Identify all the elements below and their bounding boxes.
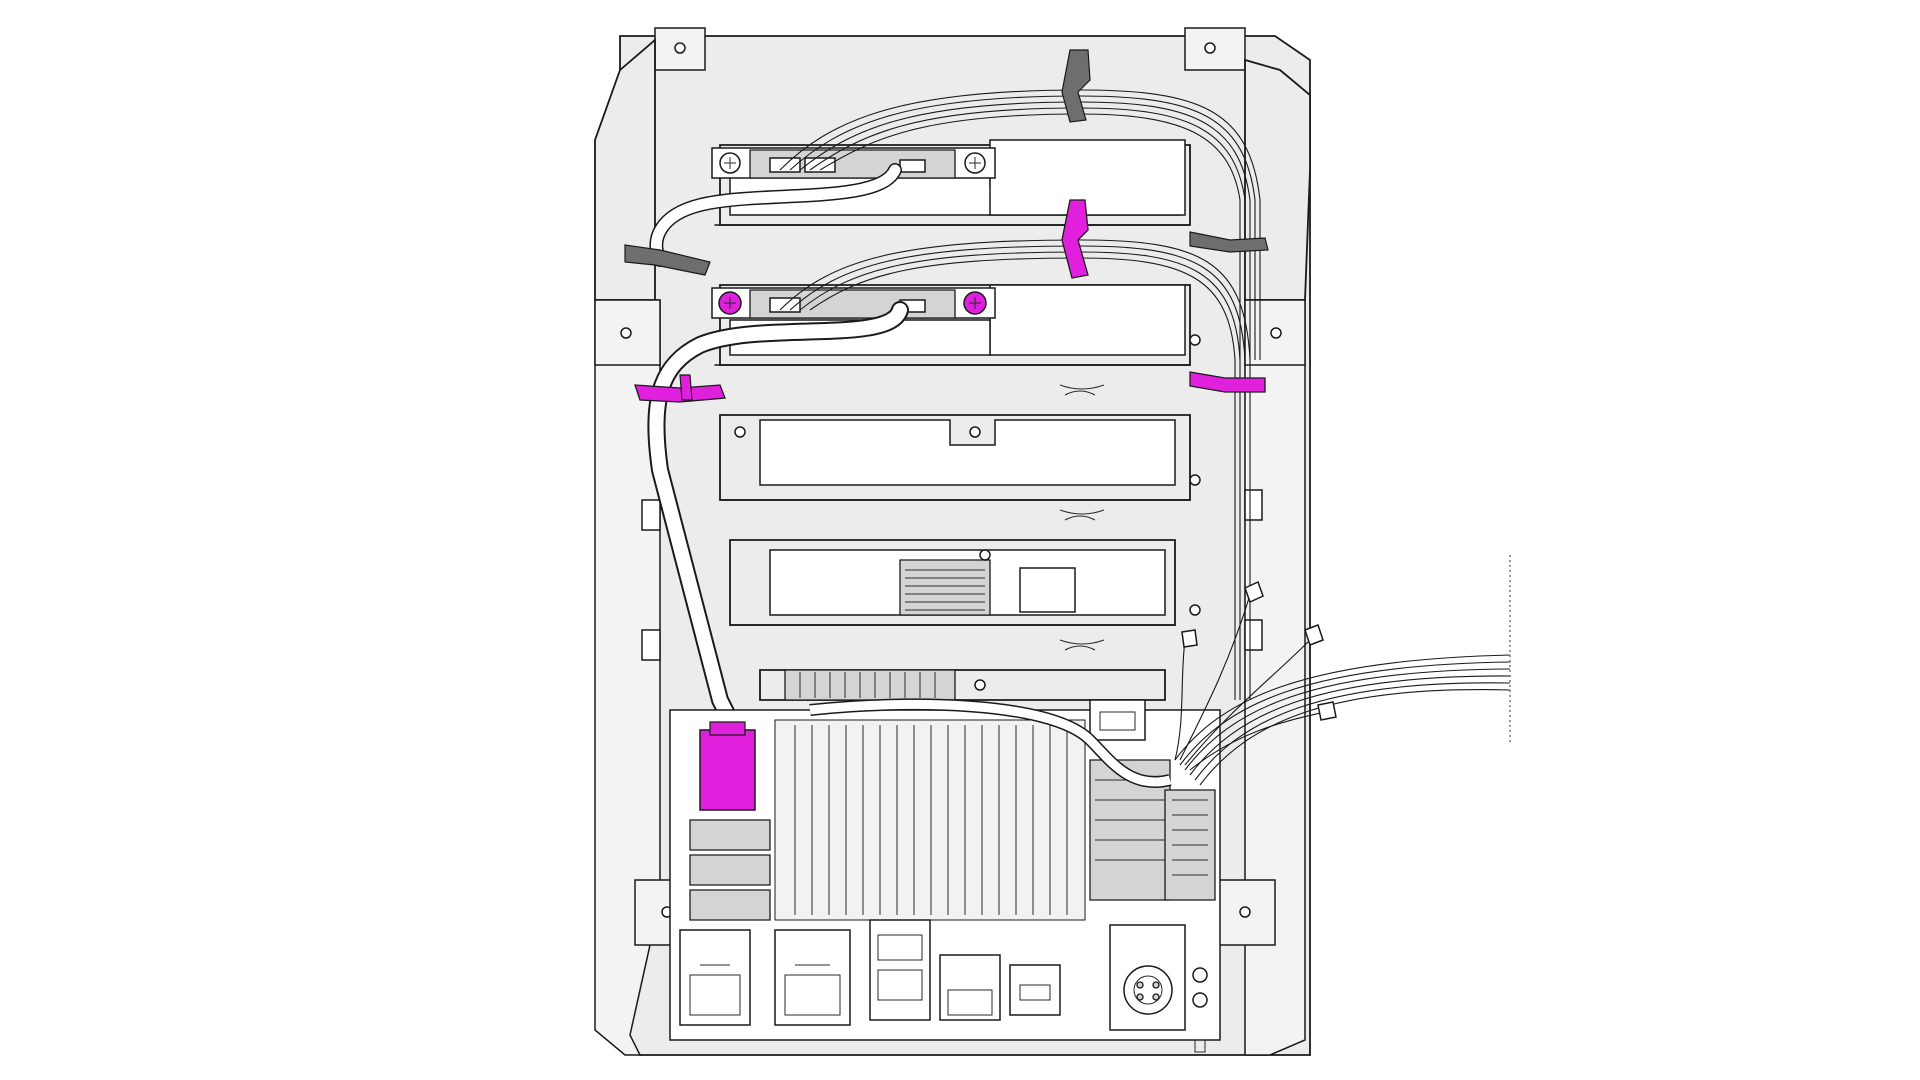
upper-backplane [711,147,996,179]
upper-cable-tie-magenta [1061,199,1089,279]
drive-bay-shelf-5 [759,639,1166,701]
external-wire-bundle [1174,594,1511,786]
lower-backplane [711,287,996,319]
rear-io-panel [679,919,1208,1053]
motherboard [669,698,1221,1053]
drive-heatsink-fins [905,569,985,611]
cpu-heatsink [774,719,1086,921]
right-cable-tie-grey [1189,231,1269,253]
mid-cable-tie-magenta-left [634,374,726,403]
sata-connector-magenta [699,721,756,811]
upper-cable-tie-grey [1061,49,1091,123]
drive-bay-shelf-4 [729,509,1201,626]
lower-sata-cable [647,301,909,749]
wire-end-terminals [1181,580,1337,721]
upper-sata-cable [649,163,902,267]
drive-bay-shelf-3 [719,384,1201,501]
left-cable-tie-grey [624,244,711,276]
mid-cable-tie-magenta-right [1189,371,1266,393]
